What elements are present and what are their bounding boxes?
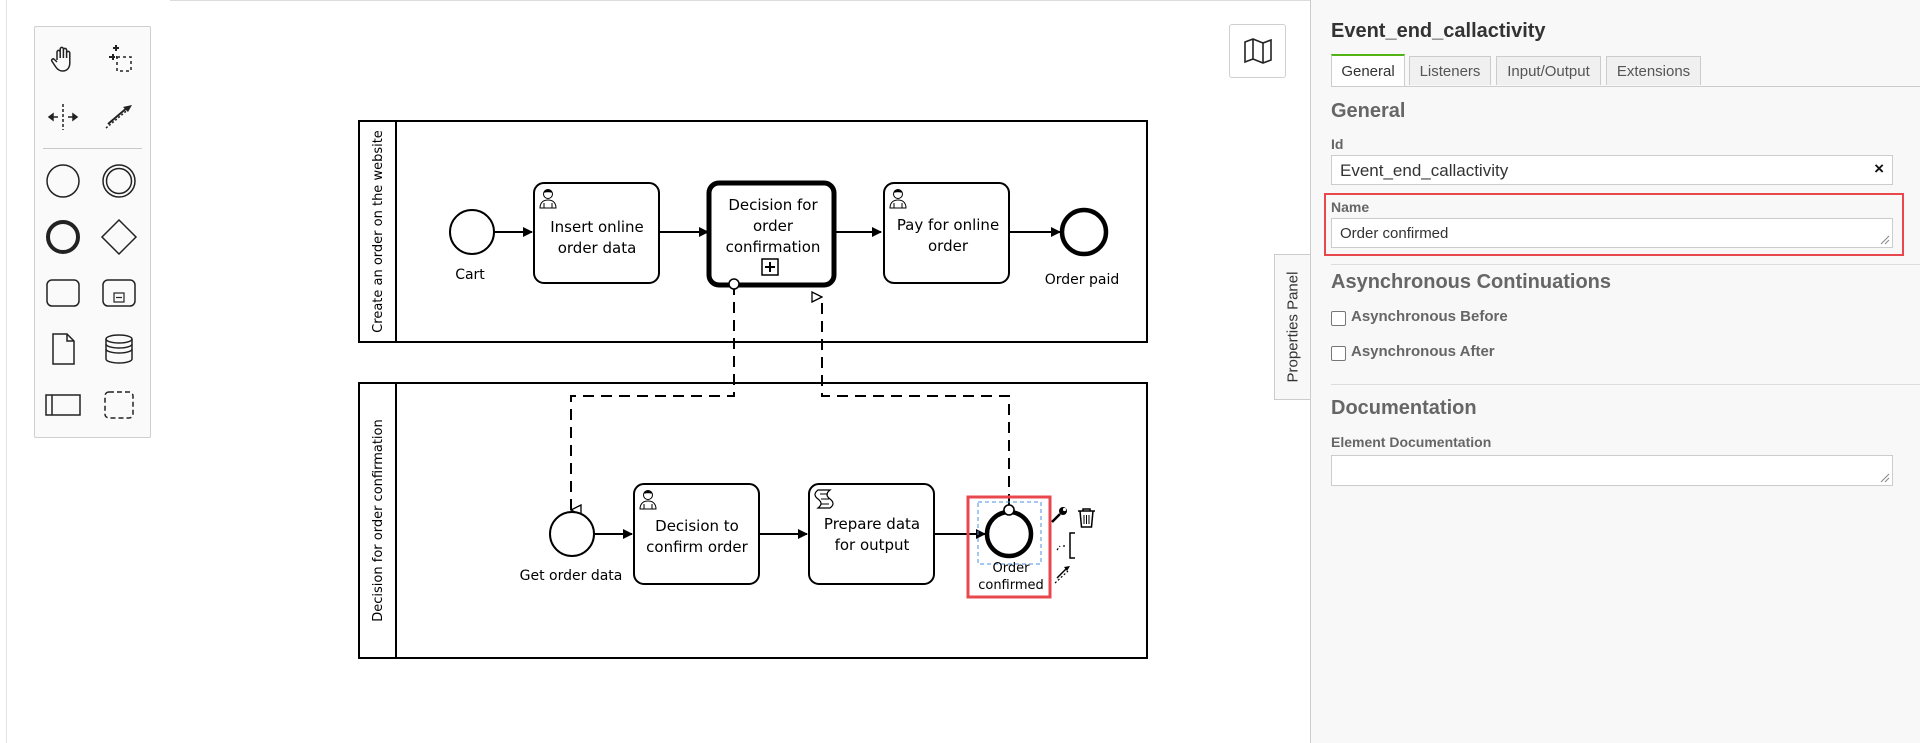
gateway-icon[interactable] <box>99 217 139 257</box>
event-label: Order <box>993 561 1031 576</box>
resize-grip-icon[interactable] <box>1880 473 1890 483</box>
async-group-header: Asynchronous Continuations <box>1331 271 1611 293</box>
documentation-field[interactable] <box>1331 455 1893 486</box>
name-field[interactable]: Order confirmed <box>1331 218 1893 248</box>
connect-tool-icon[interactable] <box>99 97 139 137</box>
tab-extensions[interactable]: Extensions <box>1606 56 1701 85</box>
properties-panel-toggle-label: Properties Panel <box>1284 271 1302 383</box>
start-event-cart[interactable]: Cart <box>449 209 495 283</box>
message-flow-source <box>728 278 740 290</box>
task-label: Decision to <box>655 517 739 535</box>
async-before-checkbox[interactable] <box>1331 311 1346 326</box>
tab-divider <box>1331 86 1920 87</box>
id-label: Id <box>1331 136 1344 152</box>
task-label: order <box>928 237 969 255</box>
subprocess-icon[interactable] <box>99 273 139 313</box>
canvas-left-border <box>6 0 7 743</box>
pool-label: Decision for order confirmation <box>371 419 386 621</box>
async-after-checkbox[interactable] <box>1331 346 1346 361</box>
canvas-top-border <box>170 0 1310 1</box>
group-divider <box>1331 384 1920 385</box>
tab-listeners[interactable]: Listeners <box>1409 56 1491 85</box>
pool-icon[interactable] <box>43 385 83 425</box>
task-pay-online-order[interactable]: Pay for online order <box>883 182 1010 284</box>
documentation-group-header: Documentation <box>1331 397 1477 419</box>
task-label: Prepare data <box>824 515 920 533</box>
clear-icon[interactable]: × <box>1874 159 1884 178</box>
task-label: for output <box>835 536 910 554</box>
trash-icon[interactable] <box>1078 508 1095 528</box>
end-event-order-confirmed[interactable]: Order confirmed <box>977 501 1044 593</box>
event-label: Cart <box>455 267 485 283</box>
intermediate-event-icon[interactable] <box>99 161 139 201</box>
async-after-label: Asynchronous After <box>1351 343 1495 360</box>
subprocess-marker-icon <box>761 258 779 276</box>
bpmn-diagram: Create an order on the website Decision … <box>358 120 1148 659</box>
highlight-box <box>1324 193 1904 256</box>
pool-label: Create an order on the website <box>371 130 386 333</box>
map-icon <box>1243 38 1272 64</box>
data-store-icon[interactable] <box>99 329 139 369</box>
lasso-tool-icon[interactable] <box>99 39 139 79</box>
text-annotation-icon[interactable] <box>1056 532 1075 559</box>
space-tool-icon[interactable] <box>43 97 83 137</box>
task-icon[interactable] <box>43 273 83 313</box>
async-before-label: Asynchronous Before <box>1351 308 1508 325</box>
data-object-icon[interactable] <box>43 329 83 369</box>
message-flow[interactable] <box>570 284 735 510</box>
start-event-get-order[interactable]: Get order data <box>520 511 623 584</box>
properties-panel-toggle[interactable]: Properties Panel <box>1274 254 1311 400</box>
task-label: order <box>753 217 794 235</box>
tab-input-output[interactable]: Input/Output <box>1496 56 1601 85</box>
name-value: Order confirmed <box>1340 225 1449 242</box>
palette-separator <box>43 148 142 149</box>
task-label: confirm order <box>646 538 748 556</box>
event-label: confirmed <box>978 578 1044 593</box>
start-event-icon[interactable] <box>43 161 83 201</box>
task-prepare-data[interactable]: Prepare data for output <box>808 483 935 585</box>
documentation-label: Element Documentation <box>1331 434 1492 450</box>
event-label: Get order data <box>520 568 623 584</box>
task-label: Decision for <box>728 196 818 214</box>
event-label: Order paid <box>1045 272 1119 288</box>
end-event-icon[interactable] <box>43 217 83 257</box>
selection-outline <box>977 501 1042 565</box>
message-flow[interactable] <box>822 297 1010 505</box>
group-divider <box>1331 264 1920 265</box>
task-decision-confirm-order[interactable]: Decision to confirm order <box>633 483 760 585</box>
id-value: Event_end_callactivity <box>1340 161 1509 180</box>
highlight-box <box>966 495 1052 599</box>
general-group-header: General <box>1331 100 1406 122</box>
task-label: Insert online <box>550 218 644 236</box>
panel-title: Event_end_callactivity <box>1331 20 1546 42</box>
call-activity-decision[interactable]: Decision for order confirmation <box>706 180 837 288</box>
tab-general[interactable]: General <box>1331 54 1405 86</box>
hand-tool-icon[interactable] <box>43 39 83 79</box>
wrench-icon[interactable] <box>1051 507 1067 523</box>
minimap-button[interactable] <box>1229 24 1286 78</box>
task-label: Pay for online <box>897 216 999 234</box>
task-label: confirmation <box>726 238 821 256</box>
task-label: order data <box>558 239 637 257</box>
resize-grip-icon[interactable] <box>1880 235 1890 245</box>
script-task-icon <box>814 489 834 509</box>
task-insert-online-order[interactable]: Insert online order data <box>533 182 660 284</box>
end-event-order-paid[interactable]: Order paid <box>1045 207 1119 288</box>
properties-panel: Event_end_callactivity General Listeners… <box>1310 0 1920 743</box>
id-field[interactable]: Event_end_callactivity × <box>1331 155 1893 185</box>
group-icon[interactable] <box>99 385 139 425</box>
name-label: Name <box>1331 199 1370 215</box>
connect-icon[interactable] <box>1054 566 1070 584</box>
tool-palette <box>34 26 151 438</box>
